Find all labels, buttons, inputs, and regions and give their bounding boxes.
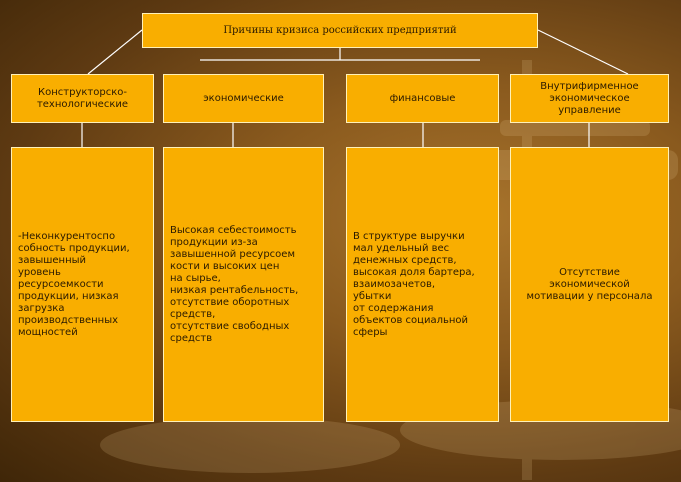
diagram-title: Причины кризиса российских предприятий [142,13,538,48]
category-header-design-tech: Конструкторско- технологические [11,74,154,123]
category-header-economic: экономические [163,74,324,123]
detail-design-tech: -Неконкурентоспо собность продукции, зав… [11,147,154,422]
detail-economic: Высокая себестоимость продукции из-за за… [163,147,324,422]
category-header-internal-management: Внутрифирменное экономическое управление [510,74,669,123]
category-header-financial: финансовые [346,74,499,123]
detail-internal-management: Отсутствие экономической мотивации у пер… [510,147,669,422]
detail-financial: В структуре выручки мал удельный вес ден… [346,147,499,422]
